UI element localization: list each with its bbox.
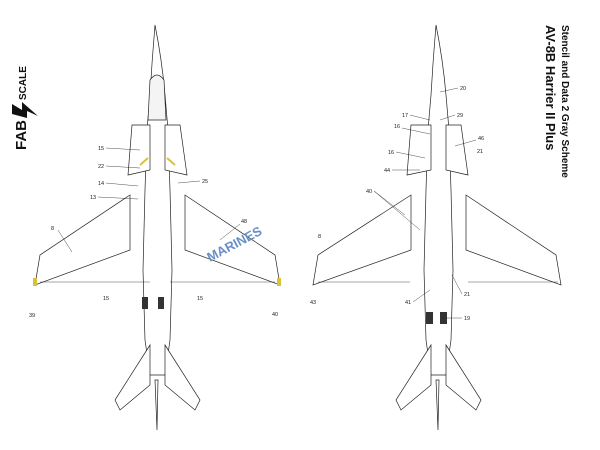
callout-l-22: 22 — [98, 164, 104, 170]
callout-r-16a: 16 — [394, 124, 400, 130]
brand-logo: FAB SCALE — [12, 66, 38, 150]
callout-r-20: 20 — [460, 86, 466, 92]
callout-l-8: 8 — [51, 226, 54, 232]
callout-r-29: 29 — [457, 113, 463, 119]
callout-r-43: 43 — [310, 300, 316, 306]
callout-r-40: 40 — [366, 189, 372, 195]
title-block: AV-8B Harrier II Plus Stencil and Data 2… — [543, 25, 570, 178]
callout-r-44: 44 — [384, 168, 390, 174]
callout-l-15c: 15 — [197, 296, 203, 302]
callout-l-14: 14 — [98, 181, 104, 187]
callout-r-21a: 21 — [477, 149, 483, 155]
callout-r-16b: 16 — [388, 150, 394, 156]
callout-l-15b: 15 — [103, 296, 109, 302]
brand-left: FAB — [13, 120, 30, 150]
callout-l-39: 39 — [29, 313, 35, 319]
callout-r-8: 8 — [318, 234, 321, 240]
title-line2: Stencil and Data 2 Gray Scheme — [559, 25, 570, 178]
callout-r-41: 41 — [405, 300, 411, 306]
aircraft-top-view — [33, 24, 281, 431]
bolt-icon — [12, 102, 38, 118]
callout-r-19: 19 — [464, 316, 470, 322]
left-leader-lines — [40, 147, 275, 283]
callout-l-15a: 15 — [98, 146, 104, 152]
callout-l-48: 48 — [241, 219, 247, 225]
callout-l-40: 40 — [272, 312, 278, 318]
callout-r-46: 46 — [478, 136, 484, 142]
brand-right: SCALE — [18, 66, 29, 100]
aircraft-bottom-view — [312, 24, 562, 431]
left-callouts: 15 22 14 13 25 8 48 15 15 39 40 — [29, 146, 278, 319]
callout-l-13: 13 — [90, 195, 96, 201]
right-leader-lines — [318, 87, 558, 319]
right-callouts: 20 17 29 16 46 16 44 21 40 8 43 41 21 19 — [310, 86, 484, 322]
callout-r-21b: 21 — [464, 292, 470, 298]
title-line1: AV-8B Harrier II Plus — [543, 25, 558, 150]
callout-l-25: 25 — [202, 179, 208, 185]
callout-r-17: 17 — [402, 113, 408, 119]
